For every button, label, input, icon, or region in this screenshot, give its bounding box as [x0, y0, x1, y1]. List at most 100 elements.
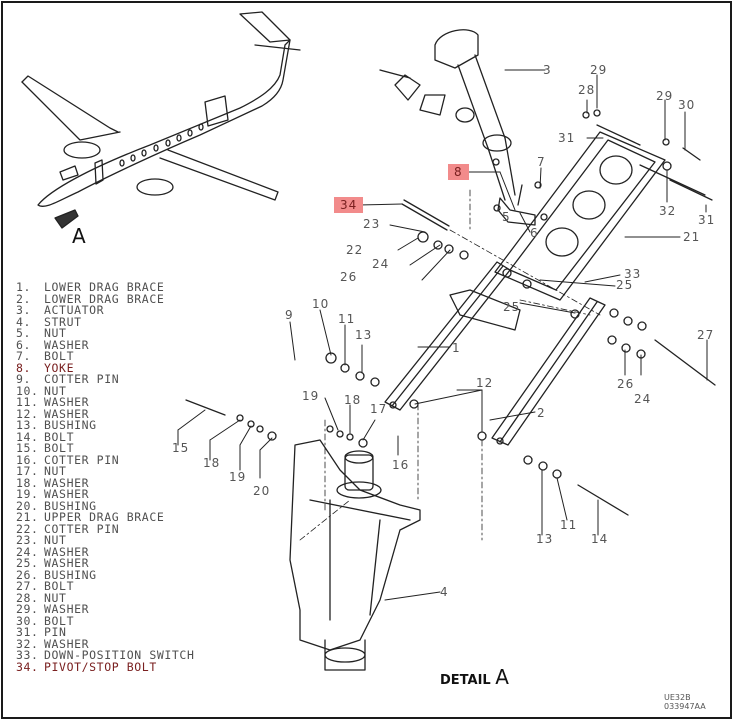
parts-list-item-highlighted: 8. YOKE: [2, 360, 226, 375]
parts-list-item: 32. WASHER: [16, 636, 226, 651]
callout-27: 27: [697, 328, 715, 342]
detail-label: DETAIL: [440, 673, 491, 688]
parts-list-item: 11.WASHER: [16, 395, 226, 409]
part-name: DOWN-POSITION SWITCH: [44, 648, 195, 662]
lower-drag-brace-2: [491, 297, 606, 446]
part-name: NUT: [44, 383, 67, 398]
parts-list-item: 25.WASHER: [16, 556, 226, 570]
part-number: 33.: [16, 648, 39, 662]
yoke: [493, 184, 548, 226]
callout-34-highlighted: 34: [334, 197, 364, 213]
part-number: 25.: [16, 556, 39, 570]
callout-19-upper: 19: [302, 389, 320, 403]
bolt-14: [577, 484, 629, 516]
part-number: 32.: [16, 636, 39, 651]
part-number: 24.: [16, 544, 39, 559]
callout-4: 4: [440, 585, 449, 599]
callout-29-left: 29: [590, 63, 608, 77]
callout-22: 22: [346, 243, 364, 257]
callout-11-lower: 11: [560, 518, 578, 532]
callout-18-lower: 18: [203, 456, 221, 470]
lower-drag-brace-1: [384, 261, 521, 411]
part-name: WASHER: [44, 475, 90, 490]
callout-23: 23: [363, 217, 381, 231]
part-name: BOLT: [44, 349, 75, 363]
assembly-centerlines: [299, 189, 601, 541]
part-name: NUT: [44, 533, 67, 547]
callout-20: 20: [253, 484, 271, 498]
view-arrow-icon: [54, 209, 79, 229]
part-number: 22.: [16, 521, 39, 536]
pivot-stop-bolt: [401, 199, 450, 231]
part-name: NUT: [44, 464, 67, 478]
parts-list-item: 28. NUT: [16, 590, 226, 605]
part-name: WASHER: [44, 487, 90, 501]
parts-list-item: 9.COTTER PIN: [16, 372, 226, 386]
callout-32: 32: [659, 204, 677, 218]
parts-list-item: 2.LOWER DRAG BRACE: [16, 293, 226, 306]
part-number: 16.: [16, 452, 39, 467]
parts-list-item: 29.WASHER: [16, 603, 226, 616]
parts-list-item: 18.WASHER: [16, 475, 226, 490]
part-name: BUSHING: [44, 567, 97, 582]
part-number: 34.: [16, 659, 39, 674]
parts-list-item: 30. BOLT: [16, 613, 226, 628]
parts-list-item: 22. COTTER PIN: [16, 521, 226, 536]
part-number: 10.: [16, 383, 39, 398]
parts-list-item: 27.BOLT: [16, 579, 226, 593]
part-name: BOLT: [44, 613, 75, 628]
part-name: COTTER PIN: [44, 521, 120, 536]
callout-12: 12: [476, 376, 494, 390]
reference-code-2: 033947AA: [664, 702, 706, 711]
callout-14: 14: [591, 532, 609, 546]
part-name: WASHER: [44, 406, 90, 421]
callout-21: 21: [683, 230, 701, 244]
parts-list-item: 21.UPPER DRAG BRACE: [16, 511, 226, 524]
bolt-15: [185, 399, 226, 416]
part-number: 8.: [16, 360, 32, 375]
parts-list-item: 17.NUT: [16, 464, 226, 478]
part-number: 5.: [16, 326, 32, 340]
part-name: PIN: [44, 625, 67, 639]
callout-18-upper: 18: [344, 393, 362, 407]
parts-list-item: 10. NUT: [16, 383, 226, 398]
parts-list-item: 24.WASHER: [16, 544, 226, 559]
callout-30: 30: [678, 98, 696, 112]
part-number: 9.: [16, 372, 32, 386]
callout-28: 28: [578, 83, 596, 97]
part-name: YOKE: [44, 360, 75, 375]
callout-7: 7: [537, 155, 546, 169]
part-name: NUT: [44, 590, 67, 605]
parts-list-item: 15.BOLT: [16, 442, 226, 455]
callout-25-right: 25: [616, 278, 634, 292]
part-number: 4.: [16, 314, 32, 329]
view-arrow-label: A: [72, 224, 86, 248]
parts-list-item: 26.BUSHING: [16, 567, 226, 582]
parts-list-item: 23.NUT: [16, 533, 226, 547]
callout-8-highlighted: 8: [448, 164, 469, 180]
callout-24-lower: 24: [634, 392, 652, 406]
strut: [289, 439, 421, 671]
parts-list-item: 12.WASHER: [16, 406, 226, 421]
callout-11-upper: 11: [338, 312, 356, 326]
part-number: 14.: [16, 429, 39, 444]
parts-list-item: 20.BUSHING: [16, 500, 226, 513]
part-number: 19.: [16, 487, 39, 501]
callout-24-upper: 24: [372, 257, 390, 271]
callout-25-left: 25: [503, 300, 521, 314]
bolt-27: [654, 339, 716, 386]
parts-list-item: 4.STRUT: [16, 314, 226, 329]
part-number: 27.: [16, 579, 39, 593]
parts-list-item: 33. DOWN-POSITION SWITCH: [16, 648, 226, 662]
part-number: 11.: [16, 395, 39, 409]
callout-31-right: 31: [698, 213, 716, 227]
part-name: WASHER: [44, 636, 90, 651]
callout-1: 1: [452, 341, 461, 355]
part-number: 28.: [16, 590, 39, 605]
part-number: 1.: [16, 280, 32, 294]
hardware: [236, 109, 670, 479]
part-name: NUT: [44, 326, 67, 340]
parts-list-item: 19. WASHER: [16, 487, 226, 501]
part-number: 30.: [16, 613, 39, 628]
